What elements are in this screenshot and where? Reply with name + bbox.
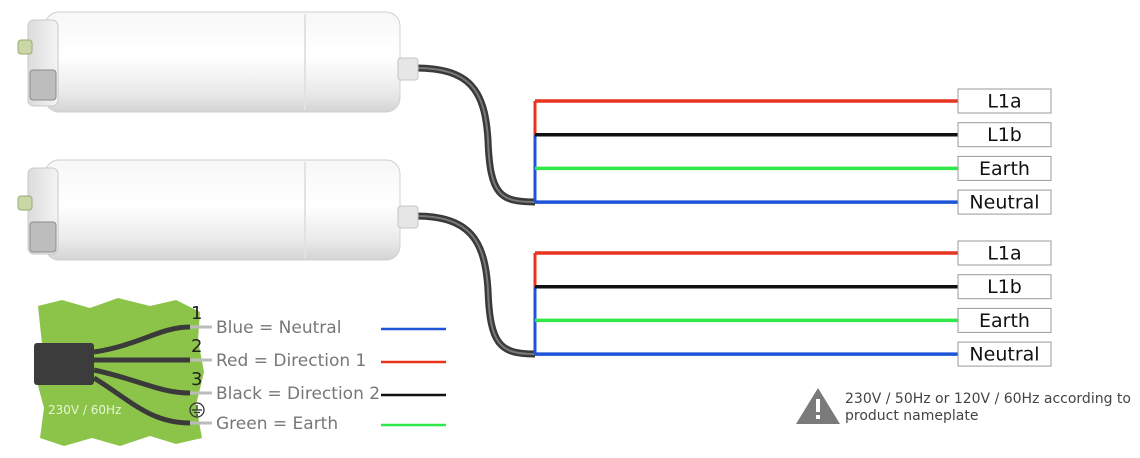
terminal-label: L1a <box>987 91 1021 113</box>
terminal-box <box>957 307 1052 333</box>
legend-number: 1 <box>191 303 202 324</box>
terminal-label: Neutral <box>969 192 1039 214</box>
legend-label: Red = Direction 1 <box>216 351 366 371</box>
legend-connector <box>34 343 94 385</box>
terminal-box <box>957 88 1052 114</box>
legend-patch <box>36 298 204 446</box>
voltage-note: 230V / 50Hz or 120V / 60Hz according to … <box>796 388 1131 424</box>
motor-2 <box>17 159 536 358</box>
terminal-label: Earth <box>979 158 1030 180</box>
motor-2-button <box>17 195 33 211</box>
legend-label: Blue = Neutral <box>216 318 341 338</box>
legend-number: 2 <box>191 336 202 357</box>
legend-label: Black = Direction 2 <box>216 384 380 404</box>
note-line-1: 230V / 50Hz or 120V / 60Hz according to <box>845 391 1131 407</box>
legend-label: Green = Earth <box>216 414 338 434</box>
motor-2-cable <box>414 212 536 358</box>
terminal-label: L1b <box>987 124 1022 146</box>
terminal-box <box>957 274 1052 300</box>
note-line-2: product nameplate <box>845 408 978 424</box>
terminal-box <box>957 189 1052 215</box>
warning-icon <box>796 388 840 424</box>
terminal-label: Earth <box>979 310 1030 332</box>
terminal-box <box>957 240 1052 266</box>
motor-1-cable <box>414 64 536 206</box>
legend-patch-text: 230V / 60Hz <box>48 403 121 417</box>
terminal-label: L1a <box>987 243 1021 265</box>
terminal-label: L1b <box>987 276 1022 298</box>
terminal-box <box>957 341 1052 367</box>
motor-1 <box>17 11 536 206</box>
terminal-label: Neutral <box>969 344 1039 366</box>
motor-1-button <box>17 39 33 55</box>
terminal-box <box>957 122 1052 148</box>
motor-1-body <box>44 11 401 113</box>
terminal-box <box>957 155 1052 181</box>
earth-ground-icon <box>189 402 205 418</box>
motor-2-body <box>44 159 401 261</box>
legend-number: 3 <box>191 369 202 390</box>
